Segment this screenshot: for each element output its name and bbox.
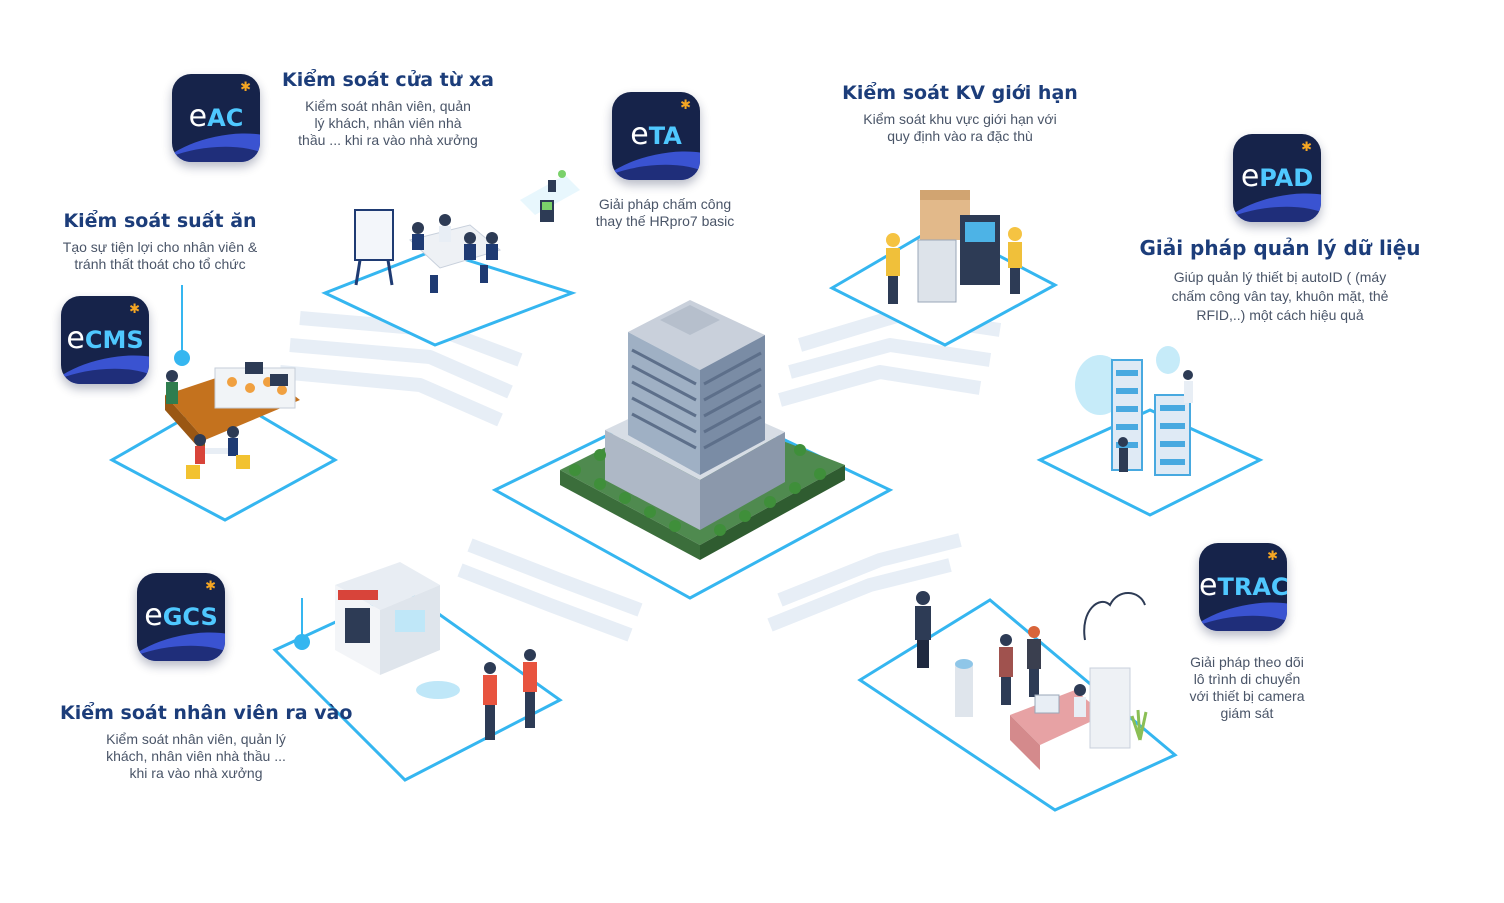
time-attendance-device-illustration <box>520 170 580 222</box>
eta-block: Giải pháp chấm công thay thế HRpro7 basi… <box>575 196 755 230</box>
guard-house-illustration <box>335 562 537 740</box>
meeting-room-illustration <box>354 209 502 293</box>
cloud-outline <box>1083 592 1146 641</box>
ecms-block: Kiểm soát suất ăn Tạo sự tiện lợi cho nh… <box>45 209 275 273</box>
sparkle-icon: ✱ <box>240 80 251 95</box>
eta-description: Giải pháp chấm công thay thế HRpro7 basi… <box>595 196 735 229</box>
ecms-description: Tạo sự tiện lợi cho nhân viên & tránh th… <box>62 239 258 272</box>
egcs-block: Kiểm soát nhân viên ra vào Kiểm soát nhâ… <box>60 701 353 782</box>
platform-epad <box>1036 408 1264 517</box>
eac-block: Kiểm soát cửa từ xa Kiểm soát nhân viên,… <box>278 68 498 149</box>
etrac-block: Giải pháp theo dõi lô trình di chuyển vớ… <box>1172 654 1322 722</box>
platform-wings <box>279 308 1002 642</box>
eta-app-icon[interactable]: ✱ eTA <box>612 92 700 180</box>
eac-app-icon[interactable]: ✱ eAC <box>172 74 260 162</box>
ekv-description: Kiểm soát khu vực giới hạn với quy định … <box>863 111 1057 144</box>
ecms-app-icon[interactable]: ✱ eCMS <box>61 296 149 384</box>
ekv-block: Kiểm soát KV giới hạn Kiểm soát khu vực … <box>840 81 1080 145</box>
epad-block: Giải pháp quản lý dữ liệu Giúp quản lý t… <box>1135 236 1425 325</box>
office-building-illustration <box>560 300 845 560</box>
epad-app-icon[interactable]: ✱ ePAD <box>1233 134 1321 222</box>
eac-description: Kiểm soát nhân viên, quản lý khách, nhân… <box>298 98 478 148</box>
sparkle-icon: ✱ <box>1267 549 1278 564</box>
sparkle-icon: ✱ <box>680 98 691 113</box>
epad-description: Giúp quản lý thiết bị autoID ( (máy chấm… <box>1171 269 1389 323</box>
platform-ecms <box>108 393 339 522</box>
egcs-app-icon[interactable]: ✱ eGCS <box>137 573 225 661</box>
epad-title: Giải pháp quản lý dữ liệu <box>1139 236 1421 260</box>
etrac-app-icon[interactable]: ✱ eTRAC <box>1199 543 1287 631</box>
data-center-illustration <box>1075 346 1193 476</box>
sparkle-icon: ✱ <box>1301 140 1312 155</box>
egcs-title: Kiểm soát nhân viên ra vào <box>60 702 353 724</box>
ekv-title: Kiểm soát KV giới hạn <box>842 82 1078 104</box>
eac-title: Kiểm soát cửa từ xa <box>282 69 494 91</box>
egcs-description: Kiểm soát nhân viên, quản lý khách, nhân… <box>106 731 286 781</box>
sparkle-icon: ✱ <box>205 579 216 594</box>
platform-eac <box>321 248 577 347</box>
canteen-illustration <box>165 362 300 479</box>
sparkle-icon: ✱ <box>129 302 140 317</box>
ecms-title: Kiểm soát suất ăn <box>63 210 257 232</box>
reception-illustration <box>915 591 1148 770</box>
etrac-description: Giải pháp theo dõi lô trình di chuyển vớ… <box>1189 654 1305 721</box>
warehouse-illustration <box>886 190 1022 304</box>
